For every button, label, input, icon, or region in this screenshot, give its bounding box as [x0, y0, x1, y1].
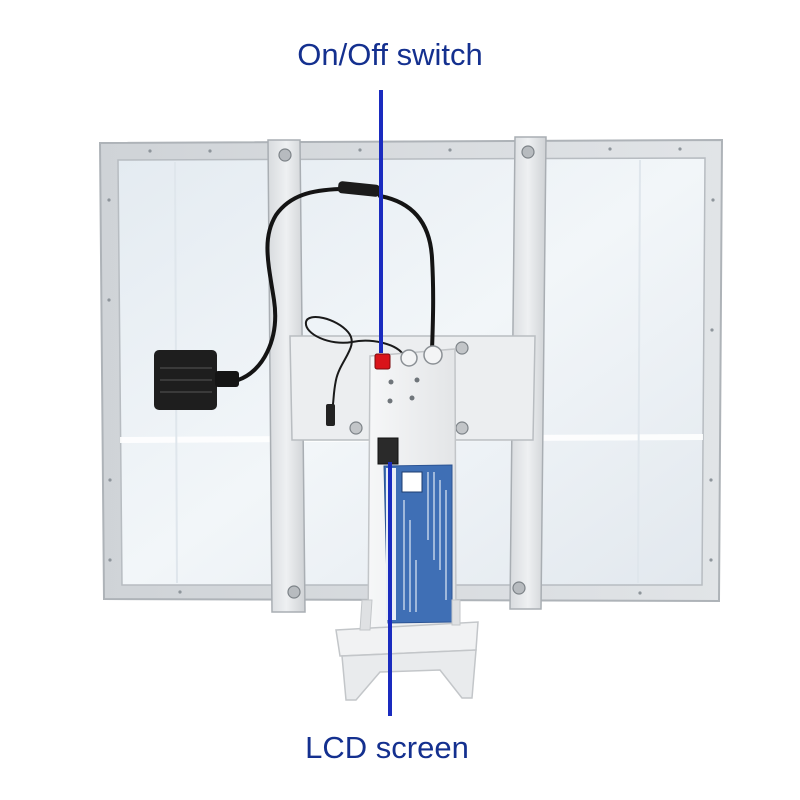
- cell-divider-vertical-right: [637, 159, 641, 584]
- stand-neck-right: [451, 599, 461, 626]
- switch-callout-label: On/Off switch: [297, 37, 483, 72]
- mounting-rail-left: [267, 139, 306, 613]
- sticker-qr-code: [401, 471, 423, 493]
- plate-screws: [349, 341, 469, 435]
- frame-rivets: [107, 147, 715, 595]
- junction-box-ribs: [160, 367, 212, 393]
- stand-lower: [341, 649, 477, 701]
- rail-screws: [278, 145, 535, 599]
- output-cable: [305, 316, 405, 411]
- lcd-screen: [377, 437, 399, 465]
- cable-connector: [337, 181, 381, 197]
- cable-gland-right: [423, 345, 443, 365]
- dc-plug: [326, 404, 335, 426]
- stand-neck: [359, 599, 373, 631]
- control-box-holes: [387, 377, 420, 404]
- lcd-callout-label: LCD screen: [305, 730, 469, 765]
- cable-gland-left: [400, 349, 418, 367]
- main-cable: [236, 187, 342, 382]
- power-switch: [374, 353, 391, 370]
- junction-box-gland: [215, 371, 239, 387]
- switch-cable: [378, 194, 436, 352]
- sticker-print-lines: [403, 472, 447, 612]
